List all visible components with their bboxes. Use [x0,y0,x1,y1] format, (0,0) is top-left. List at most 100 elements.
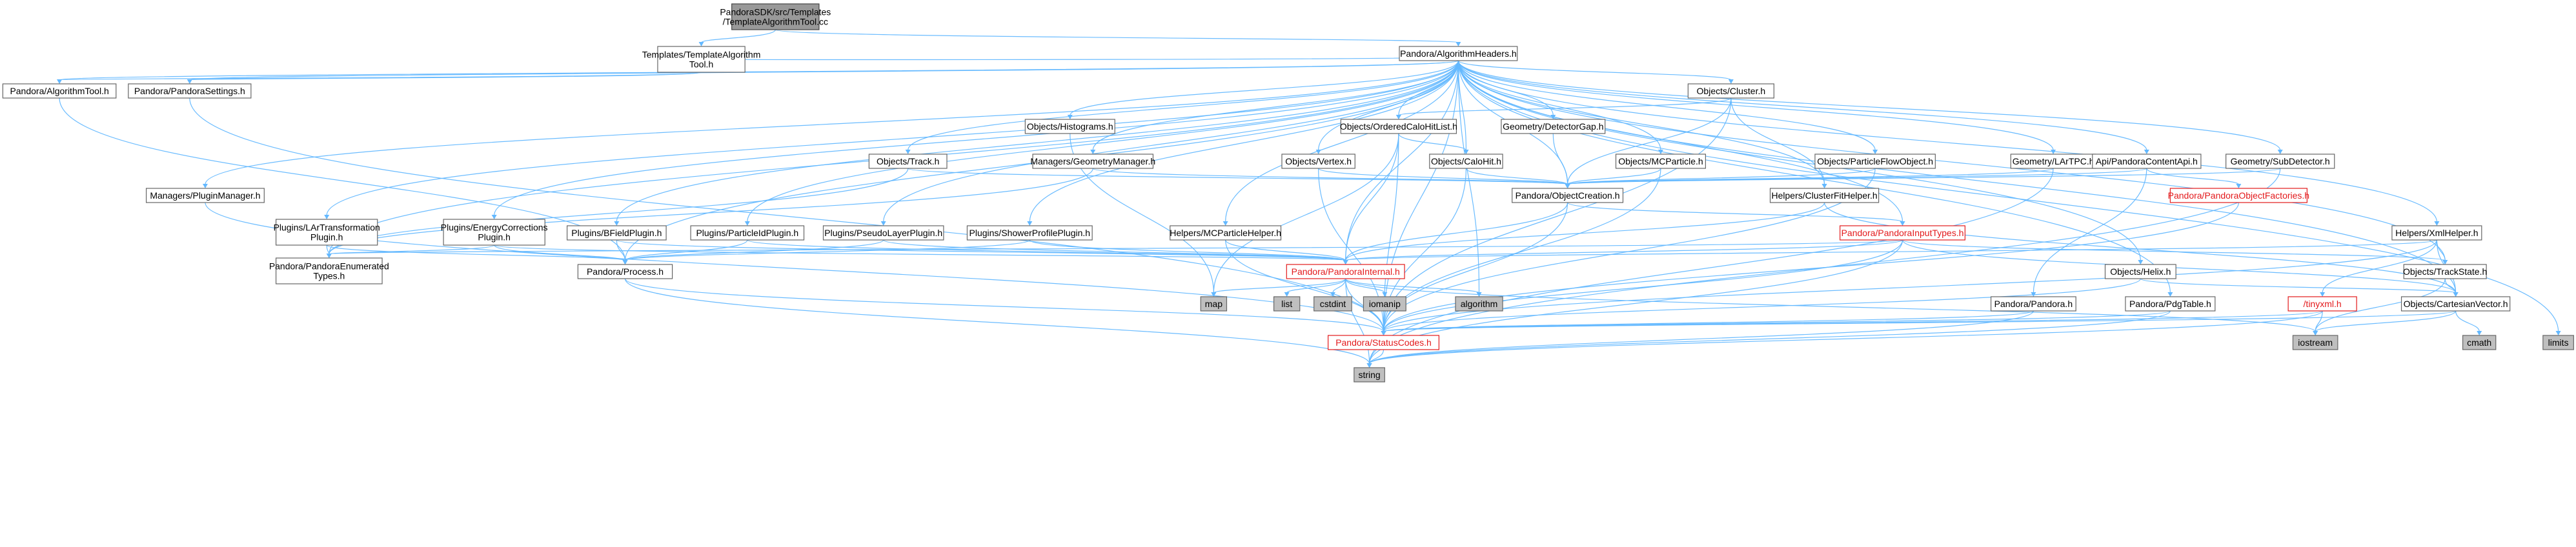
node-overtex[interactable]: Objects/Vertex.h [1281,154,1355,169]
edge-arrowhead [2442,260,2448,264]
edge-ots-ocv [2444,278,2457,293]
edge-pobj-pint [1345,202,1568,261]
edge-txml-iostream [2315,310,2323,332]
node-box [2226,154,2335,169]
edge-pproc-string [624,278,1370,364]
node-ppl[interactable]: Plugins/PseudoLayerPlugin.h [822,225,944,241]
node-tat[interactable]: Templates/TemplateAlgorithmTool.h [642,46,761,73]
edge-ah-pec [494,60,1459,216]
edge-arrowhead [1067,115,1073,119]
node-box [690,225,805,241]
node-box [1501,119,1606,134]
node-hxml[interactable]: Helpers/XmlHelper.h [2391,225,2482,241]
node-iostream[interactable]: iostream [2292,335,2338,350]
node-ohelix[interactable]: Objects/Helix.h [2104,264,2176,279]
node-label: Pandora/AlgorithmTool.h [10,86,108,96]
node-pproc[interactable]: Pandora/Process.h [577,264,673,279]
node-box [2104,264,2176,279]
edge-pint-string [1345,278,1370,364]
node-api[interactable]: Api/PandoraContentApi.h [2092,154,2202,169]
edge-ah-psettings [189,60,1459,81]
node-string[interactable]: string [1354,367,1385,383]
edge-pof-psc [1383,202,2239,332]
node-gdg[interactable]: Geometry/DetectorGap.h [1501,119,1606,134]
node-algorithm[interactable]: algorithm [1455,296,1503,312]
edge-gsub-pobj [1567,168,2281,185]
node-label: Pandora/PandoraInputTypes.h [1841,228,1964,238]
edge-arrowhead [1090,150,1096,154]
edge-ocluster-hcfh [1730,97,1825,185]
edge-ah-ohist [1070,60,1459,116]
node-root[interactable]: PandoraSDK/src/Templates/TemplateAlgorit… [720,3,831,30]
node-psettings[interactable]: Pandora/PandoraSettings.h [128,83,252,99]
node-box [657,46,745,73]
edge-arrowhead [187,79,192,84]
node-psc[interactable]: Pandora/StatusCodes.h [1328,335,1440,350]
node-box [577,264,673,279]
node-box [2391,225,2482,241]
node-ohist[interactable]: Objects/Histograms.h [1024,119,1115,134]
node-cstdint[interactable]: cstdint [1313,296,1352,312]
node-pof[interactable]: Pandora/PandoraObjectFactories.h [2168,188,2309,203]
node-gsub[interactable]: Geometry/SubDetector.h [2226,154,2335,169]
node-label: list [1281,299,1292,309]
node-label: Objects/Helix.h [2110,266,2171,277]
edge-root-tat [700,29,776,43]
edge-pit-ots [1902,239,2446,261]
node-glartpc[interactable]: Geometry/LArTPC.h [2010,154,2096,169]
node-label: Pandora/PandoraObjectFactories.h [2168,190,2309,201]
node-cmath[interactable]: cmath [2462,335,2497,350]
edge-ah-hxml [1457,60,2437,223]
node-ppan[interactable]: Pandora/Pandora.h [1991,296,2076,312]
node-ppdg[interactable]: Pandora/PdgTable.h [2125,296,2216,312]
node-ocluster[interactable]: Objects/Cluster.h [1687,83,1774,99]
node-hcfh[interactable]: Helpers/ClusterFitHelper.h [1769,188,1880,203]
node-box [1281,154,1355,169]
node-ppid[interactable]: Plugins/ParticleIdPlugin.h [690,225,805,241]
node-map[interactable]: map [1200,296,1228,312]
node-ocalohit[interactable]: Objects/CaloHit.h [1429,154,1503,169]
node-ots[interactable]: Objects/TrackState.h [2403,264,2487,279]
node-label: Objects/OrderedCaloHitList.h [1340,121,1457,132]
edge-pit-pint [1345,239,1903,261]
node-label: Plugins/PseudoLayerPlugin.h [824,228,942,238]
node-label: Helpers/XmlHelper.h [2395,228,2478,238]
node-pobj[interactable]: Pandora/ObjectCreation.h [1512,188,1624,203]
edge-ah-otrack [908,60,1459,151]
node-pit[interactable]: Pandora/PandoraInputTypes.h [1840,225,1966,241]
node-label: Pandora/PandoraEnumerated [269,261,389,272]
node-ochl[interactable]: Objects/OrderedCaloHitList.h [1340,119,1457,134]
edge-pproc-psc [624,278,1384,332]
node-pbf[interactable]: Plugins/BFieldPlugin.h [567,225,667,241]
node-box [2542,335,2574,350]
node-ocv[interactable]: Objects/CartesianVector.h [2400,296,2511,312]
node-iomanip[interactable]: iomanip [1363,296,1406,312]
edge-ochl-pint [1345,133,1399,261]
node-omcp[interactable]: Objects/MCParticle.h [1615,154,1706,169]
node-box [1286,264,1405,279]
node-label: iostream [2298,337,2333,348]
node-box [966,225,1093,241]
node-mgm[interactable]: Managers/GeometryManager.h [1030,154,1155,169]
node-hmcp[interactable]: Helpers/MCParticleHelper.h [1170,225,1282,241]
node-label: Managers/PluginManager.h [150,190,260,201]
node-label: Objects/ParticleFlowObject.h [1817,156,1933,166]
node-atool[interactable]: Pandora/AlgorithmTool.h [2,83,117,99]
node-label: Objects/Histograms.h [1027,121,1113,132]
node-pint[interactable]: Pandora/PandoraInternal.h [1286,264,1405,279]
node-psp[interactable]: Plugins/ShowerProfilePlugin.h [966,225,1093,241]
node-otrack[interactable]: Objects/Track.h [868,154,948,169]
edge-pint-iomanip [1345,278,1385,293]
node-txml[interactable]: /tinyxml.h [2287,296,2357,312]
node-ah[interactable]: Pandora/AlgorithmHeaders.h [1399,46,1518,61]
node-label: Helpers/ClusterFitHelper.h [1772,190,1878,201]
edge-arrowhead [1463,150,1469,154]
node-opfo[interactable]: Objects/ParticleFlowObject.h [1814,154,1936,169]
node-label: Pandora/ObjectCreation.h [1516,190,1620,201]
node-limits[interactable]: limits [2542,335,2574,350]
node-list[interactable]: list [1273,296,1301,312]
node-mpm[interactable]: Managers/PluginManager.h [145,188,265,203]
